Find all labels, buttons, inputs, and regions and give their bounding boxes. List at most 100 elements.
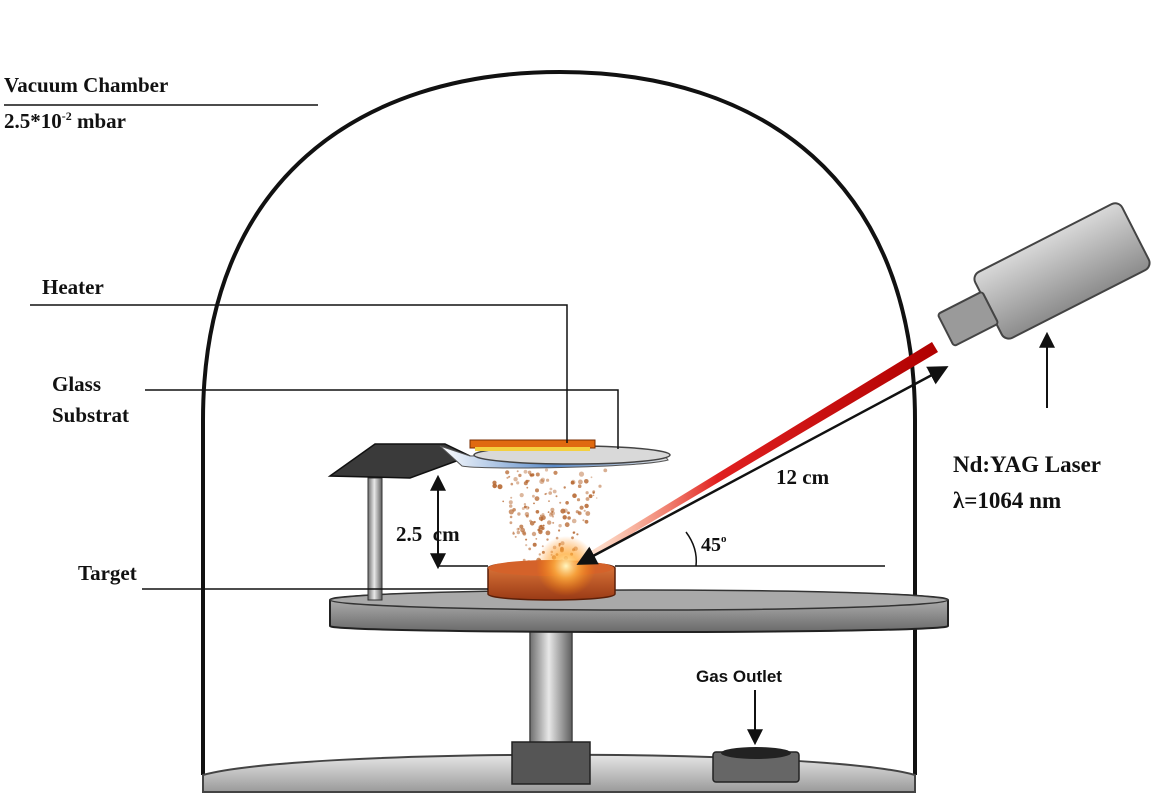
plume-particle	[564, 522, 570, 528]
plume-particle	[516, 530, 520, 535]
plume-particle	[538, 516, 544, 521]
plume-particle	[506, 476, 509, 479]
plume-particle	[552, 515, 554, 518]
plume-particle	[559, 501, 562, 504]
plume-particle	[509, 521, 513, 525]
plume-particle	[588, 494, 593, 499]
plume-particle	[544, 468, 549, 472]
plume-particle	[533, 502, 535, 505]
plume-particle	[558, 529, 561, 532]
plume-particle	[563, 508, 568, 513]
plume-particle	[541, 526, 545, 531]
plume-particle	[529, 521, 535, 526]
plume-particle	[532, 494, 535, 498]
plume-particle	[497, 485, 500, 487]
plume-particle	[525, 505, 530, 510]
plume-particle	[552, 521, 555, 524]
plume-particle	[550, 507, 555, 512]
plume-particle	[516, 481, 520, 485]
angle-label: 45o	[701, 533, 727, 556]
plume-particle	[577, 511, 581, 515]
plume-particle	[505, 470, 510, 475]
plume-particle	[549, 512, 553, 517]
plume-particle	[592, 490, 596, 493]
plume-particle	[562, 515, 567, 520]
glass-label-line2: Substrat	[52, 403, 129, 427]
ablation-glow	[536, 536, 596, 596]
plume-particle	[527, 470, 532, 475]
plume-particle	[585, 497, 590, 501]
plume-particle	[528, 547, 532, 551]
plume-particle	[578, 471, 585, 477]
plume-particle	[521, 507, 525, 510]
plume-particle	[535, 472, 540, 477]
vertical-distance-label: 2.5 cm	[396, 522, 460, 546]
plume-particle	[531, 531, 537, 537]
plume-particle	[525, 544, 528, 547]
plume-particle	[537, 528, 540, 532]
plume-particle	[510, 482, 514, 486]
plume-particle	[522, 532, 527, 536]
plume-particle	[523, 503, 527, 506]
plume-particle	[520, 527, 525, 533]
plume-particle	[576, 533, 579, 536]
plume-particle	[571, 518, 577, 524]
vacuum-chamber-label: Vacuum Chamber	[4, 73, 168, 97]
plume-particle	[553, 470, 558, 475]
plume-particle	[579, 505, 584, 510]
plume-particle	[583, 509, 586, 512]
plume-particle	[541, 513, 545, 517]
plume-particle	[567, 511, 570, 515]
plume-particle	[551, 511, 554, 513]
laser-distance-label: 12 cm	[776, 465, 830, 489]
plume-particle	[584, 479, 589, 484]
plume-particle	[519, 524, 524, 529]
gas-outlet-label: Gas Outlet	[696, 667, 782, 686]
plume-particle	[548, 491, 552, 495]
plume-particle	[517, 512, 521, 516]
plume-particle	[540, 477, 545, 482]
plume-particle	[538, 527, 541, 529]
stage-pillar	[529, 627, 573, 749]
substrate-holder	[327, 443, 472, 479]
laser-distance-arrow	[576, 366, 949, 565]
plume-particle	[577, 484, 582, 489]
plume-particle	[523, 481, 528, 486]
plume-particle	[547, 511, 550, 513]
plume-particle	[512, 532, 515, 535]
plume-particle	[535, 510, 540, 514]
plume-particle	[549, 487, 553, 491]
vacuum-chamber-dome	[201, 69, 917, 775]
heater-label: Heater	[42, 275, 104, 299]
plume-particle	[558, 524, 562, 528]
plume-particle	[524, 512, 530, 517]
plume-particle	[544, 493, 547, 496]
pressure-label: 2.5*10-2 mbar	[4, 109, 126, 133]
plume-particle	[573, 531, 576, 534]
plume-particle	[584, 503, 589, 509]
plume-particle	[509, 504, 513, 508]
plume-particle	[502, 500, 505, 503]
plume-particle	[527, 507, 530, 509]
plume-particle	[603, 468, 608, 473]
pillar-foot	[511, 741, 591, 785]
plume-particle	[518, 473, 522, 478]
plume-particle	[519, 493, 524, 498]
laser-label-line2: λ=1064 nm	[953, 488, 1061, 513]
platform-top	[329, 589, 949, 611]
plume-particle	[516, 470, 519, 473]
plume-particle	[563, 486, 566, 489]
plume-particle	[567, 516, 571, 520]
glass-substrate-leader	[145, 389, 619, 449]
plume-particle	[526, 486, 529, 489]
plume-particle	[570, 480, 575, 485]
plume-particle	[513, 477, 518, 482]
plume-particle	[539, 479, 545, 484]
plume-particle	[572, 531, 575, 534]
heater-strip	[469, 439, 596, 449]
glass-substrate	[475, 447, 590, 451]
plume-particle	[546, 478, 550, 482]
plume-particle	[497, 484, 503, 490]
plume-particle	[592, 494, 595, 497]
